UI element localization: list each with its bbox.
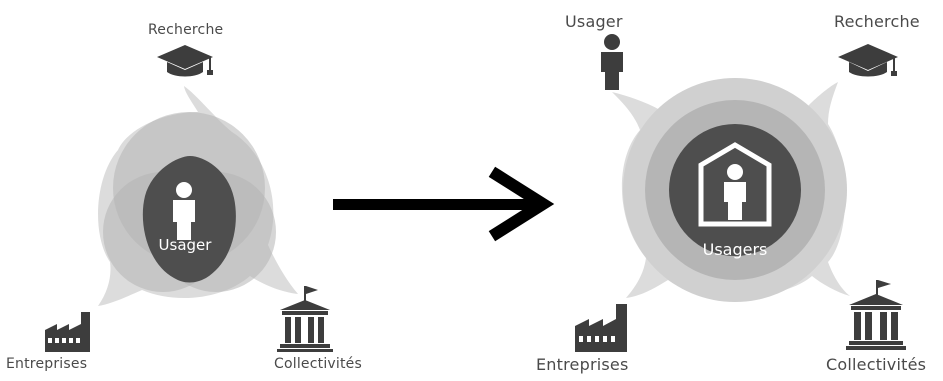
right-person-icon	[601, 34, 623, 90]
right-label-collectivites: Collectivités	[826, 355, 927, 374]
right-government-building-icon	[846, 280, 906, 350]
right-house-person-icon	[724, 164, 746, 220]
left-factory-icon	[45, 312, 90, 352]
right-graduation-cap-icon	[838, 44, 898, 77]
left-label-collectivites: Collectivités	[274, 356, 362, 372]
right-label-usager: Usager	[565, 12, 623, 31]
right-house-icon	[698, 142, 772, 227]
left-center-person-icon	[173, 182, 195, 240]
left-government-building-icon	[277, 286, 333, 352]
right-diagram	[612, 78, 850, 302]
right-factory-icon	[575, 304, 627, 352]
right-center-label: Usagers	[702, 240, 768, 259]
left-label-recherche: Recherche	[148, 22, 224, 38]
left-center-label: Usager	[158, 236, 212, 254]
left-label-entreprises: Entreprises	[6, 356, 88, 372]
left-graduation-cap-icon	[157, 45, 213, 77]
left-diagram	[98, 86, 298, 306]
right-label-recherche: Recherche	[834, 12, 920, 31]
arrow-right-icon	[333, 166, 555, 242]
right-label-entreprises: Entreprises	[536, 355, 629, 374]
